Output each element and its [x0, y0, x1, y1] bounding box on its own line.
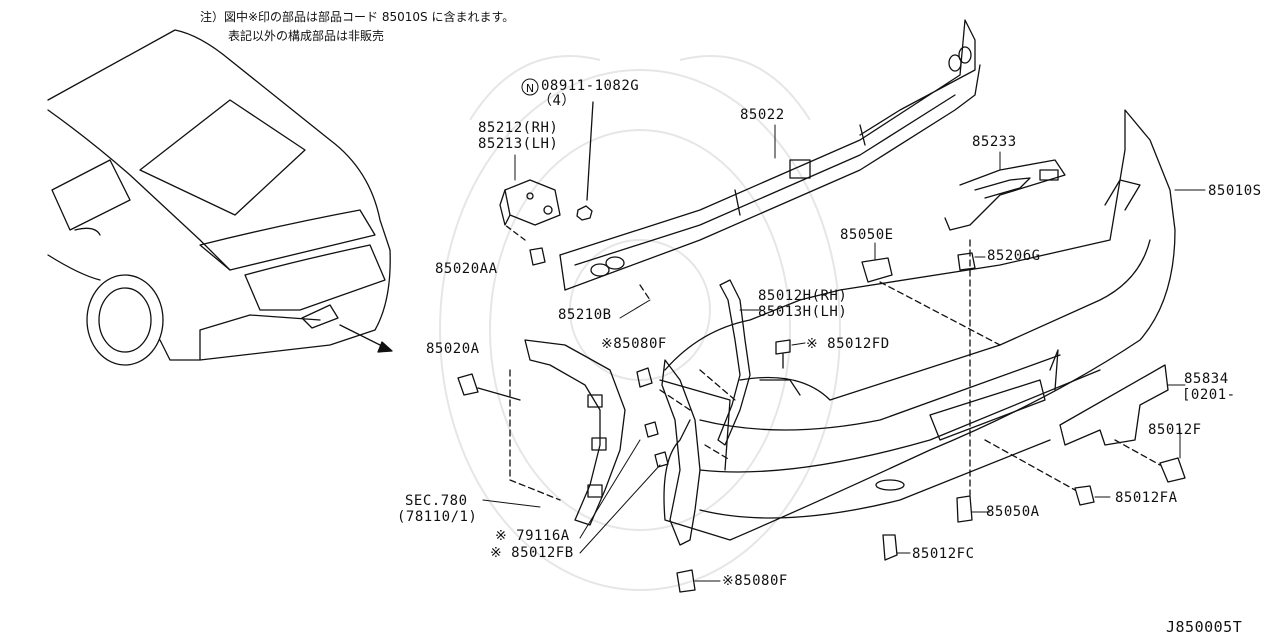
- clip-85206g[interactable]: [957, 252, 976, 271]
- connection-lines: [509, 239, 1161, 501]
- label-85020aa[interactable]: 85020AA: [435, 261, 498, 277]
- clip-85080f-bottom[interactable]: [676, 569, 696, 593]
- bolt-85020a[interactable]: [457, 373, 521, 401]
- label-85080f-top[interactable]: ※85080F: [601, 336, 667, 352]
- label-85022[interactable]: 85022: [740, 107, 785, 123]
- lamp-bracket-sec780[interactable]: [524, 339, 626, 526]
- label-85206g[interactable]: 85206G: [987, 248, 1041, 264]
- label-85012fd[interactable]: ※ 85012FD: [806, 336, 890, 352]
- plate-85834[interactable]: [1059, 364, 1169, 446]
- bumper-fascia-85010s[interactable]: [663, 109, 1176, 541]
- label-85834-date: [0201- ]: [1182, 387, 1280, 403]
- car-rear-view: [47, 29, 391, 366]
- label-85013h[interactable]: 85013H(LH): [758, 304, 848, 320]
- label-sec780[interactable]: SEC.780: [405, 493, 468, 509]
- label-85012fb[interactable]: ※ 85012FB: [490, 545, 574, 561]
- note-line-1: 注）図中※印の部品は部品コード 85010S に含まれます。: [200, 10, 515, 24]
- bracket-85212-85213[interactable]: [499, 179, 561, 226]
- clip-85012f[interactable]: [1159, 457, 1186, 483]
- label-85834[interactable]: 85834: [1184, 371, 1229, 387]
- label-85050e[interactable]: 85050E: [840, 227, 894, 243]
- label-85012h[interactable]: 85012H(RH): [758, 288, 848, 304]
- label-85012f[interactable]: 85012F: [1148, 422, 1202, 438]
- label-85210b[interactable]: 85210B: [558, 307, 612, 323]
- label-85010s[interactable]: 85010S: [1208, 183, 1262, 199]
- label-85050a[interactable]: 85050A: [986, 504, 1040, 520]
- bracket-85233[interactable]: [944, 159, 1066, 231]
- stay-85012h-85013h[interactable]: [717, 279, 751, 446]
- nut-marker-n: N: [521, 78, 539, 96]
- label-85213[interactable]: 85213(LH): [478, 136, 559, 152]
- clip-85012fa[interactable]: [1074, 485, 1095, 506]
- label-85012fc[interactable]: 85012FC: [912, 546, 975, 562]
- clip-79116a[interactable]: [644, 421, 659, 438]
- clip-85050a[interactable]: [956, 495, 973, 523]
- svg-text:N: N: [526, 82, 534, 95]
- nut-08911-1082g[interactable]: [576, 101, 594, 221]
- diagram-id: J850005T: [1166, 618, 1243, 636]
- label-sec780-sub: (78110/1): [397, 509, 478, 525]
- clip-85080f-top[interactable]: [636, 367, 653, 388]
- clip-85012fb[interactable]: [654, 451, 669, 468]
- label-08911-1082g[interactable]: 08911-1082G: [541, 78, 640, 94]
- label-85233[interactable]: 85233: [972, 134, 1017, 150]
- label-08911-qty: （4）: [538, 93, 576, 109]
- label-85012fa[interactable]: 85012FA: [1115, 490, 1178, 506]
- clip-85012fc[interactable]: [882, 534, 898, 561]
- retainer-85050e[interactable]: [861, 257, 893, 283]
- label-85020a[interactable]: 85020A: [426, 341, 480, 357]
- watermark-emblem: [439, 55, 841, 591]
- label-85080f-bottom[interactable]: ※85080F: [722, 573, 788, 589]
- bolt-85020aa[interactable]: [504, 224, 546, 266]
- note-line-2: 表記以外の構成部品は非販売: [228, 29, 385, 43]
- side-bracket[interactable]: [659, 359, 731, 546]
- leader-lines: [482, 124, 1206, 582]
- reinforcement-85022[interactable]: [559, 19, 981, 291]
- label-85212[interactable]: 85212(RH): [478, 120, 559, 136]
- label-79116a[interactable]: ※ 79116A: [495, 528, 570, 544]
- clip-85012fd[interactable]: [775, 339, 791, 369]
